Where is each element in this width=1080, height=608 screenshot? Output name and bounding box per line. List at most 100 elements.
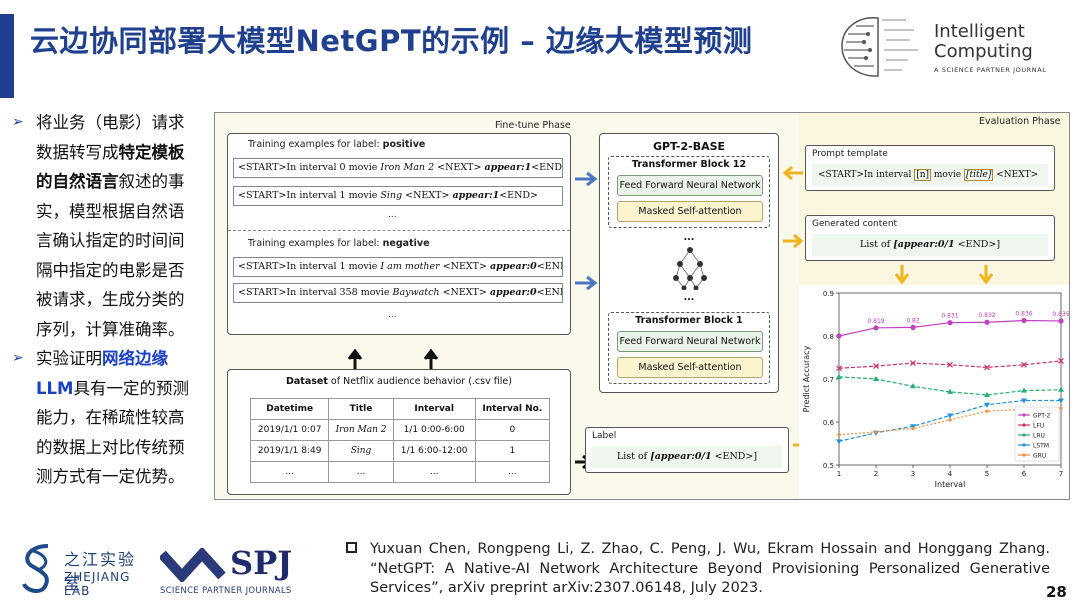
table-cell: 1 [474, 440, 551, 462]
data-point [1058, 386, 1064, 392]
legend-marker [1022, 453, 1026, 457]
ffn-layer: Feed Forward Neural Network [617, 331, 763, 352]
x-tick-label: 4 [948, 470, 953, 478]
dataset-box: Dataset of Netflix audience behavior (.c… [227, 369, 571, 495]
legend-label: LFU [1033, 423, 1044, 430]
bullet-highlight: 网络边缘LLM [36, 349, 168, 398]
brain-circuit-icon [841, 17, 918, 77]
label-title: Label [592, 431, 617, 441]
table-cell: 0 [474, 419, 551, 441]
bullet-item: ➢ 将业务（电影）请求数据转写成特定模板的自然语言叙述的事实，模型根据自然语言确… [8, 108, 200, 344]
col-header: Interval No. [474, 398, 551, 420]
data-label: 0.82 [906, 317, 920, 324]
data-point [984, 364, 990, 371]
logo-word-computing: Computing [934, 41, 1033, 62]
data-point [1058, 358, 1064, 364]
bullet-text: 叙述的事实，模型根据自然语言确认指定的时间间隔中指定的电影是否被请求，生成分类的… [36, 172, 185, 339]
legend-marker [1022, 423, 1026, 427]
table-cell: 2019/1/1 8:49 [249, 440, 330, 462]
y-axis-label: Predict Accuracy [802, 345, 811, 412]
attention-layer: Masked Self-attention [617, 357, 763, 378]
legend-label: LRU [1033, 433, 1045, 440]
table-row: 2019/1/1 0:07 Iron Man 2 1/1 0:00-6:00 0 [249, 419, 551, 441]
attention-layer: Masked Self-attention [617, 201, 763, 222]
bullet-text: 具有一定的预测能力，在稀疏性较高的数据上对比传统预测方式有一定优势。 [36, 378, 189, 487]
y-tick-label: 0.5 [823, 462, 834, 470]
arrow-down-icon [979, 265, 993, 285]
generated-title: Generated content [812, 219, 898, 229]
table-row: ... ... ... ... [249, 461, 551, 483]
data-point [911, 426, 915, 431]
bullet-bold: 特定模板的自然语言 [36, 142, 185, 192]
zhejiang-lab-en: ZHEJIANG LAB [64, 570, 131, 598]
positive-example: <START>In interval 1 movie Sing <NEXT> a… [233, 186, 563, 206]
spj-subtitle: SCIENCE PARTNER JOURNALS [160, 586, 292, 596]
legend-label: GRU [1033, 453, 1046, 460]
data-point [984, 391, 990, 397]
finetune-phase-label: Fine-tune Phase [495, 120, 571, 131]
table-cell: ... [474, 461, 551, 483]
data-point [910, 383, 916, 389]
zhejiang-lab-cn: 之江实验室 [64, 550, 137, 593]
col-header: Datetime [249, 398, 330, 420]
table-cell: 1/1 6:00-12:00 [392, 440, 476, 462]
x-tick-label: 5 [985, 470, 989, 478]
bullet-list: ➢ 将业务（电影）请求数据转写成特定模板的自然语言叙述的事实，模型根据自然语言确… [8, 108, 200, 492]
negative-label: Training examples for label: negative [248, 238, 430, 249]
positive-example: <START>In interval 0 movie Iron Man 2 <N… [233, 158, 563, 178]
logo-word-intelligent: Intelligent [934, 21, 1025, 42]
neural-network-icon [673, 247, 707, 290]
data-point [1021, 387, 1027, 393]
col-header: Interval [392, 398, 476, 420]
x-tick-label: 1 [837, 470, 841, 478]
data-point [984, 319, 990, 325]
x-axis-label: Interval [935, 480, 966, 489]
data-point [1059, 406, 1063, 410]
spj-wordmark: SPJ [230, 544, 293, 582]
data-label: 0.819 [867, 318, 884, 325]
table-cell: ... [328, 461, 394, 483]
y-tick-label: 0.8 [823, 333, 834, 341]
data-point [873, 376, 879, 381]
zhejiang-lab-logo: 之江实验室 ZHEJIANG LAB [18, 540, 148, 598]
data-label: 0.836 [1015, 311, 1032, 318]
data-point [837, 433, 841, 437]
dataset-table: Datetime Title Interval Interval No. 201… [249, 398, 551, 483]
data-point [1058, 398, 1064, 404]
y-tick-label: 0.6 [823, 419, 835, 427]
data-point [873, 325, 879, 331]
slide-title: 云边协同部署大模型NetGPT的示例 – 边缘大模型预测 [30, 24, 753, 58]
x-tick-label: 3 [911, 470, 915, 478]
training-examples-box: Training examples for label: positive <S… [227, 133, 571, 335]
dataset-title: Dataset of Netflix audience behavior (.c… [286, 376, 512, 387]
legend-label: LSTM [1033, 443, 1049, 450]
x-tick-label: 7 [1059, 470, 1063, 478]
legend-box [1014, 406, 1060, 462]
transformer-block-12: Transformer Block 12 Feed Forward Neural… [608, 156, 770, 228]
data-point [836, 439, 842, 445]
table-cell: 1/1 0:00-6:00 [392, 419, 476, 441]
x-tick-label: 2 [874, 470, 878, 478]
ellipsis: ... [388, 310, 397, 320]
legend-label: GPT-2 [1033, 413, 1051, 420]
intelligent-computing-logo: Intelligent Computing A SCIENCE PARTNER … [834, 10, 1080, 82]
y-tick-label: 0.9 [823, 290, 834, 298]
table-header-row: Datetime Title Interval Interval No. [249, 398, 551, 420]
data-point [947, 413, 953, 419]
table-cell: 2019/1/1 0:07 [249, 419, 330, 441]
data-point [874, 430, 878, 434]
arrow-bullet-icon: ➢ [12, 114, 24, 130]
netgpt-diagram: Fine-tune Phase Evaluation Phase Trainin… [214, 112, 1070, 500]
data-point [1021, 398, 1027, 404]
bullet-text: 实验证明 [36, 349, 102, 368]
data-label: 0.831 [941, 313, 958, 320]
data-point [910, 360, 916, 367]
ellipsis: ... [683, 292, 695, 303]
data-point [947, 388, 953, 394]
gpt2-base-box: GPT-2-BASE Transformer Block 12 Feed For… [599, 133, 779, 393]
data-point [910, 324, 916, 330]
arrow-bullet-icon: ➢ [12, 350, 24, 366]
ellipsis: ... [388, 210, 397, 220]
transformer-block-1: Transformer Block 1 Feed Forward Neural … [608, 312, 770, 384]
